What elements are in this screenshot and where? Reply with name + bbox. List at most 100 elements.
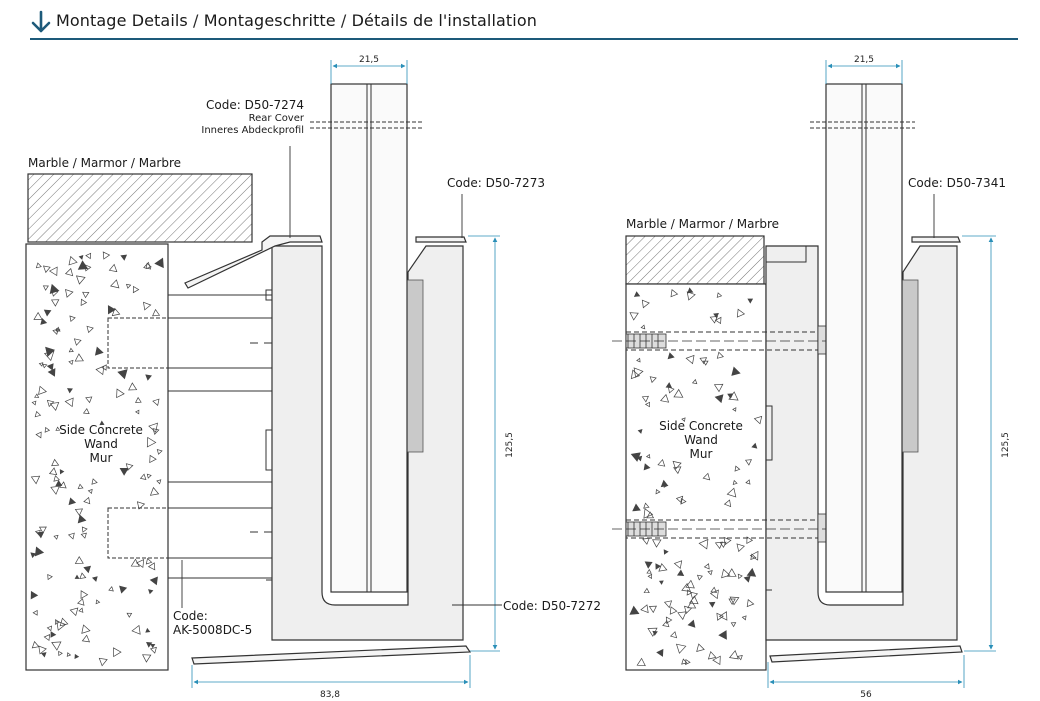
aggregate-mark xyxy=(75,275,86,285)
aggregate-mark xyxy=(714,394,724,404)
aggregate-mark xyxy=(64,397,74,408)
left-dim-width: 83,8 xyxy=(191,655,471,700)
aggregate-mark xyxy=(135,559,145,569)
right-dim-height-label: 125,5 xyxy=(1001,432,1011,458)
aggregate-mark xyxy=(663,549,669,555)
aggregate-mark xyxy=(156,479,162,485)
aggregate-mark xyxy=(714,316,722,325)
aggregate-mark xyxy=(698,538,709,550)
aggregate-mark xyxy=(632,503,641,512)
left-detail: Marble / Marmor / Marbre xyxy=(25,55,601,700)
aggregate-mark xyxy=(676,569,685,576)
aggregate-mark xyxy=(658,580,664,585)
aggregate-mark xyxy=(662,620,670,628)
aggregate-mark xyxy=(53,475,60,482)
aggregate-mark xyxy=(681,417,686,422)
left-dim-glass-label: 21,5 xyxy=(359,55,379,65)
aggregate-mark xyxy=(729,596,740,606)
title-separator-1: / xyxy=(187,11,204,30)
aggregate-mark xyxy=(732,407,737,412)
aggregate-mark xyxy=(64,267,74,277)
aggregate-mark xyxy=(113,647,122,658)
aggregate-mark xyxy=(645,453,651,459)
aggregate-mark xyxy=(108,585,114,592)
aggregate-mark xyxy=(145,374,152,381)
aggregate-mark xyxy=(737,655,743,661)
aggregate-mark xyxy=(79,572,87,580)
aggregate-mark xyxy=(716,292,723,298)
left-wall-label-1: Side Concrete xyxy=(59,423,143,437)
aggregate-mark xyxy=(40,652,47,658)
aggregate-mark xyxy=(42,265,51,274)
aggregate-mark xyxy=(633,291,641,297)
aggregate-mark xyxy=(647,573,653,580)
left-rear-cover-de: Inneres Abdeckprofil xyxy=(201,125,304,136)
aggregate-mark xyxy=(643,463,651,471)
aggregate-mark xyxy=(686,589,693,596)
aggregate-mark xyxy=(640,324,646,330)
aggregate-mark xyxy=(688,595,699,605)
aggregate-mark xyxy=(684,605,693,614)
left-rubber-insert xyxy=(404,279,424,453)
aggregate-mark xyxy=(709,589,719,600)
aggregate-mark xyxy=(149,486,160,496)
aggregate-mark xyxy=(66,652,72,657)
aggregate-mark xyxy=(91,478,98,485)
aggregate-mark xyxy=(696,574,703,581)
aggregate-mark xyxy=(703,563,710,570)
left-glass-panel xyxy=(330,83,408,593)
aggregate-mark xyxy=(652,630,658,636)
aggregate-mark xyxy=(32,609,38,616)
aggregate-mark xyxy=(741,615,747,621)
aggregate-mark xyxy=(643,508,654,519)
aggregate-mark xyxy=(81,624,91,634)
aggregate-mark xyxy=(50,299,60,307)
aggregate-mark xyxy=(712,655,721,666)
aggregate-mark xyxy=(59,617,69,627)
aggregate-mark xyxy=(746,567,757,577)
aggregate-mark xyxy=(716,612,724,621)
right-wall-label-1: Side Concrete xyxy=(659,419,743,433)
aggregate-mark xyxy=(660,393,670,403)
aggregate-mark xyxy=(30,475,41,485)
left-anchor-code-1: Code: xyxy=(173,609,208,623)
aggregate-mark xyxy=(74,508,84,516)
right-bottom-cover xyxy=(769,645,963,663)
aggregate-mark xyxy=(38,645,47,655)
left-rear-cover xyxy=(184,235,323,289)
aggregate-mark xyxy=(713,312,719,319)
aggregate-mark xyxy=(746,536,754,545)
aggregate-mark xyxy=(82,408,90,415)
aggregate-mark xyxy=(655,488,661,495)
aggregate-mark xyxy=(146,473,152,479)
aggregate-mark xyxy=(83,496,91,505)
aggregate-mark xyxy=(633,367,644,378)
aggregate-mark xyxy=(95,365,105,376)
aggregate-mark xyxy=(54,619,61,625)
aggregate-mark xyxy=(731,366,741,376)
aggregate-mark xyxy=(643,502,650,509)
aggregate-mark xyxy=(675,495,684,504)
aggregate-mark xyxy=(146,436,157,448)
aggregate-mark xyxy=(52,328,59,335)
aggregate-mark xyxy=(716,351,724,359)
aggregate-mark xyxy=(149,454,157,464)
aggregate-mark xyxy=(34,393,40,398)
right-dim-height: 125,5 xyxy=(962,235,1011,652)
aggregate-mark xyxy=(723,536,732,546)
aggregate-mark xyxy=(128,382,138,391)
aggregate-mark xyxy=(685,658,691,666)
aggregate-mark xyxy=(74,556,84,564)
aggregate-mark xyxy=(145,557,153,565)
aggregate-mark xyxy=(728,391,739,401)
aggregate-mark xyxy=(67,532,75,540)
aggregate-mark xyxy=(42,285,49,291)
aggregate-mark xyxy=(749,550,759,561)
aggregate-mark xyxy=(636,455,643,462)
aggregate-mark xyxy=(58,650,63,657)
aggregate-mark xyxy=(672,460,682,470)
aggregate-mark xyxy=(734,465,741,472)
aggregate-mark xyxy=(47,574,53,581)
aggregate-mark xyxy=(116,388,125,399)
right-dim-glass-width: 21,5 xyxy=(825,55,903,84)
